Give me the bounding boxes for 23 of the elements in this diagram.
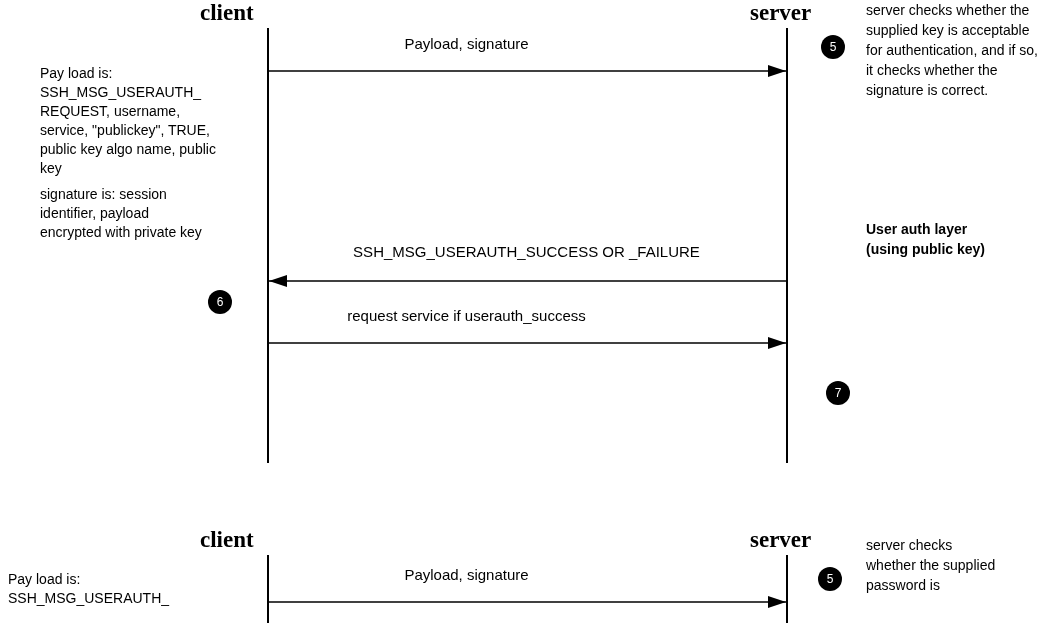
participant-label: server [750, 527, 812, 553]
note-text: server checks whether the supplied password is [866, 536, 996, 595]
edge-label: Payload, signature [404, 566, 529, 583]
participant-label: server [750, 0, 812, 26]
step-number: 5 [818, 567, 842, 591]
step-number: 6 [208, 290, 232, 314]
note-text: Pay load is: SSH_MSG_USERAUTH_ [8, 570, 171, 608]
step-number: 7 [826, 381, 850, 405]
note-text: server checks whether the supplied key is acceptable for authentication, and if so, it checks whether the signature is correct. [866, 1, 1039, 100]
step-number: 5 [821, 35, 845, 59]
arrow [268, 275, 787, 287]
note-text: Pay load is: SSH_MSG_USERAUTH_ REQUEST, username, service, "publickey", TRUE, public key algo name, public key [40, 64, 217, 178]
participant-label: client [200, 527, 254, 553]
arrow [268, 65, 787, 77]
note-text: signature is: session identifier, payload encrypted with private key [40, 185, 203, 242]
layer-label: User auth layer (using public key) [866, 220, 986, 259]
participant-label: client [200, 0, 254, 26]
arrow [268, 337, 787, 349]
arrow [268, 596, 787, 608]
edge-label: Payload, signature [404, 35, 529, 52]
edge-label: request service if userauth_success [347, 307, 586, 324]
lifeline [786, 28, 788, 463]
lifeline [267, 28, 269, 463]
